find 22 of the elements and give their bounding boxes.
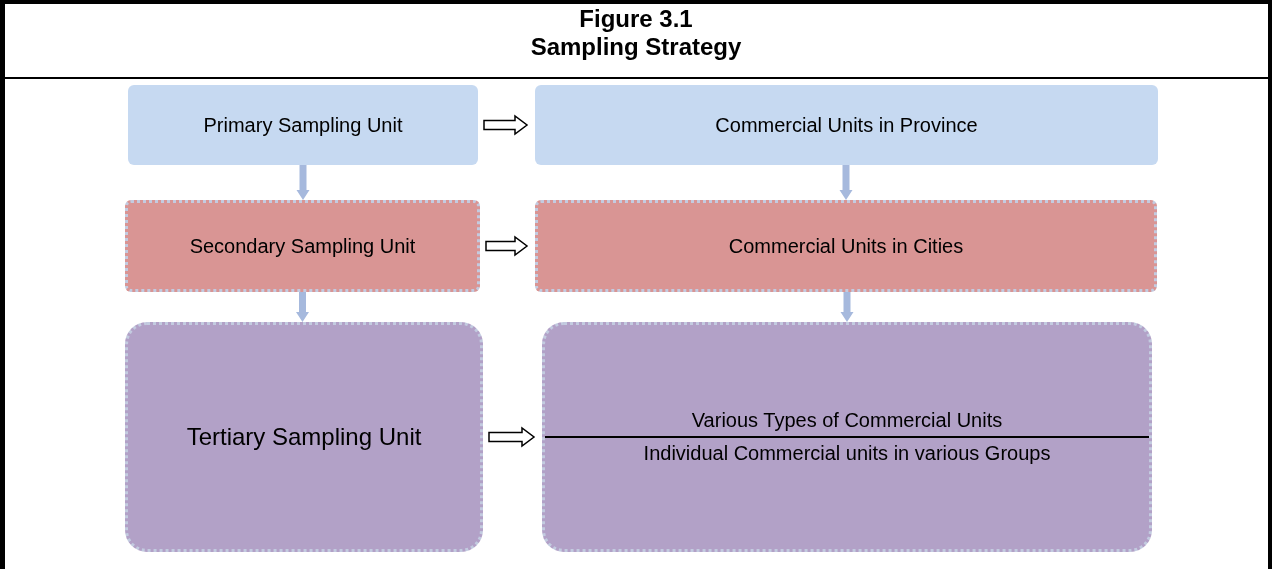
block-arrow bbox=[839, 165, 853, 200]
box-label: Individual Commercial units in various Groups bbox=[642, 441, 1052, 466]
block-arrow bbox=[483, 114, 529, 136]
block-arrow bbox=[296, 165, 310, 200]
process-box bbox=[125, 322, 483, 552]
box-label: Primary Sampling Unit bbox=[202, 112, 404, 138]
process-box bbox=[125, 200, 480, 292]
figure-title: Sampling Strategy bbox=[530, 33, 742, 61]
box-label: Various Types of Commercial Units bbox=[690, 408, 1004, 433]
block-arrow bbox=[296, 292, 309, 322]
block-arrow bbox=[485, 235, 529, 257]
box-label: Tertiary Sampling Unit bbox=[185, 422, 423, 452]
box-label: Secondary Sampling Unit bbox=[188, 233, 417, 259]
process-box bbox=[535, 200, 1157, 292]
process-box bbox=[535, 85, 1158, 165]
process-box bbox=[542, 322, 1152, 552]
block-arrow bbox=[488, 426, 536, 448]
process-box bbox=[128, 85, 478, 165]
box-label: Commercial Units in Cities bbox=[727, 233, 965, 259]
block-arrow bbox=[840, 292, 854, 322]
box-label: Commercial Units in Province bbox=[714, 112, 979, 138]
figure-number: Figure 3.1 bbox=[579, 5, 693, 33]
